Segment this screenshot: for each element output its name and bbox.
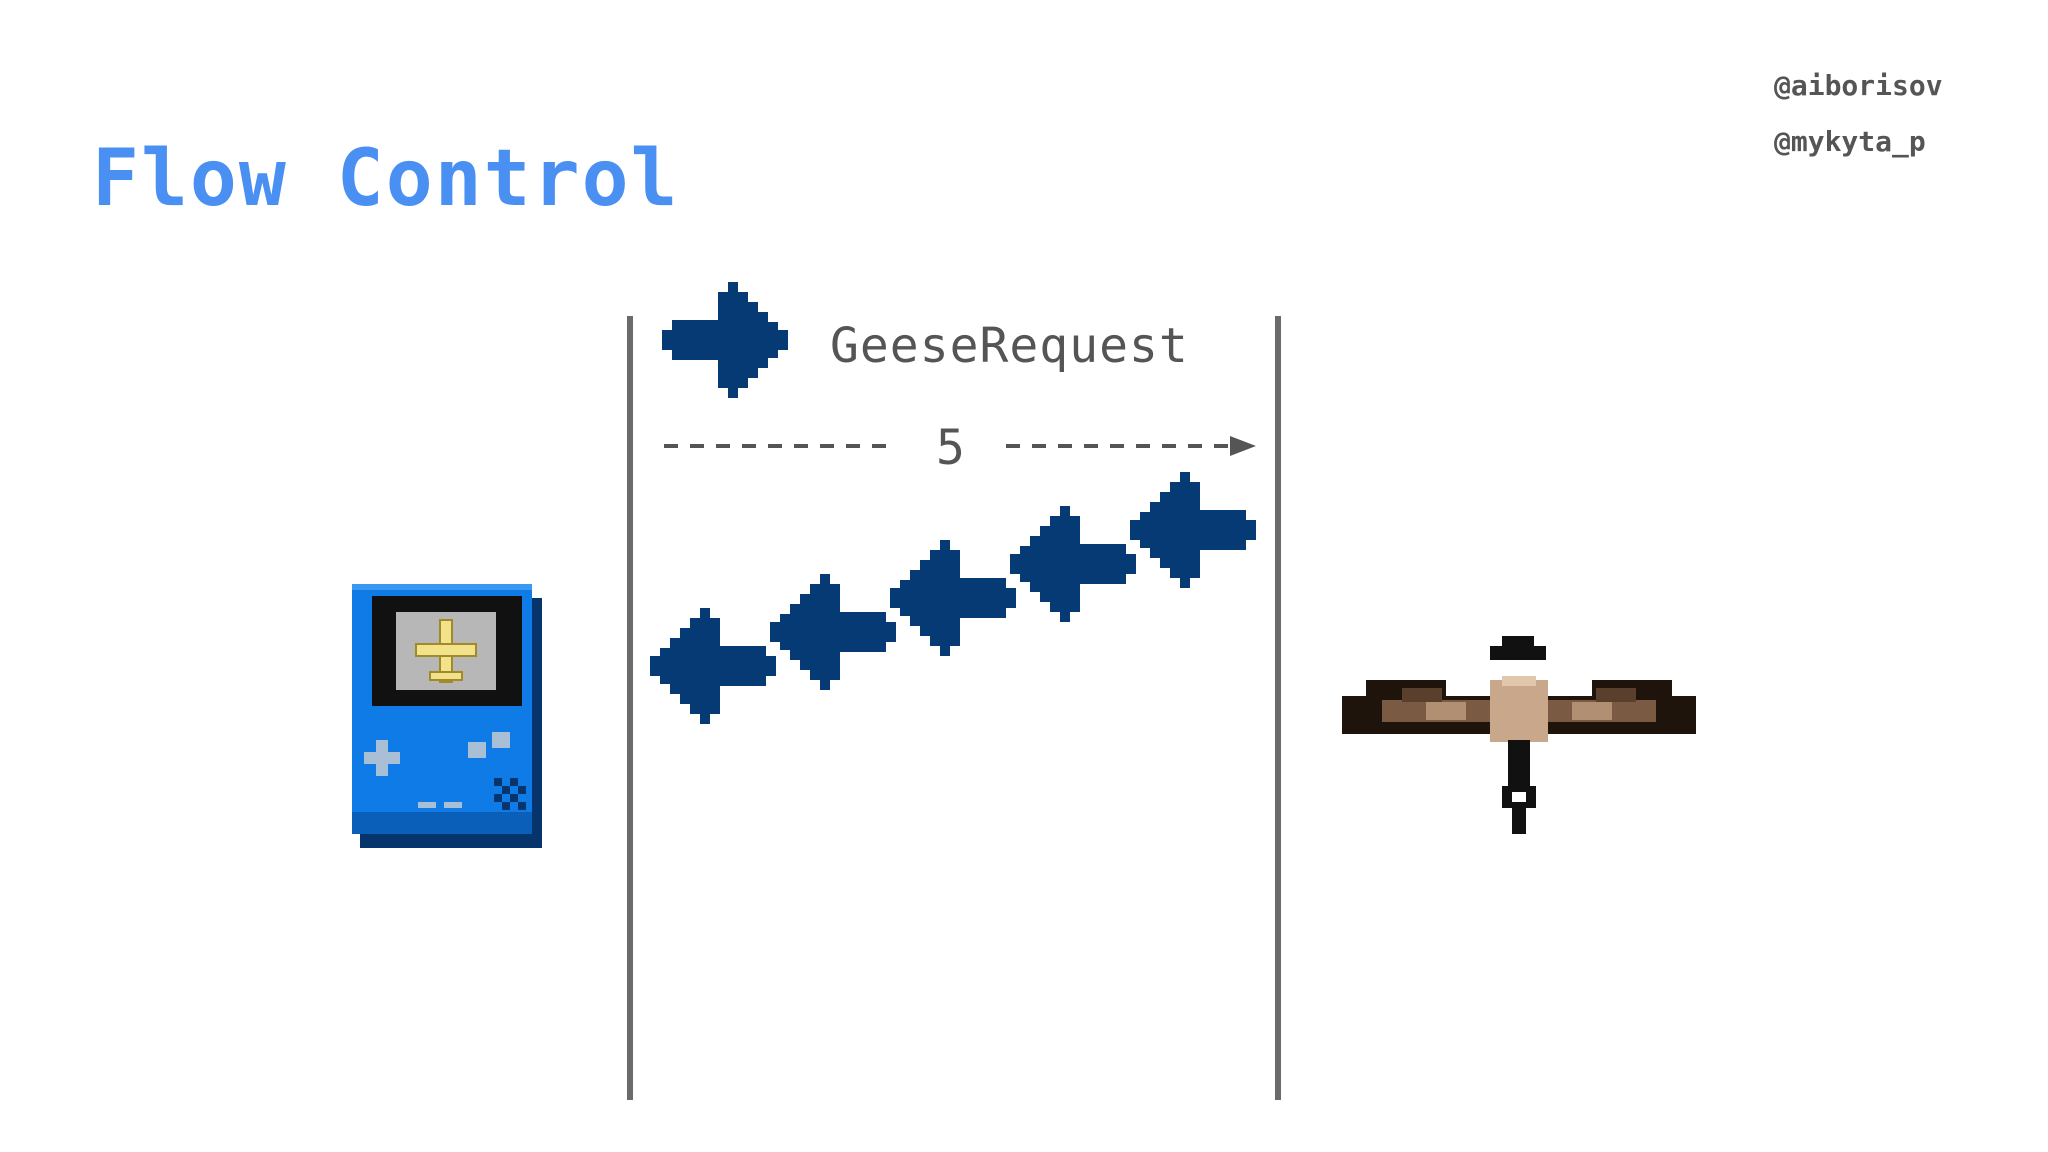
window-count-label: 5 [936,420,965,476]
window-dashed-arrow [664,436,1256,456]
author-handle-1: @aiborisov [1774,69,1943,102]
client-lifeline [627,316,633,1100]
request-arrow-icon [662,282,788,398]
request-label: GeeseRequest [830,318,1189,374]
slide-title: Flow Control [92,134,680,224]
response-arrow-icon [650,608,776,724]
author-handles: @aiborisov @mykyta_p [1774,58,1943,170]
handheld-game-console-icon [352,584,542,848]
goose-icon [1342,636,1696,834]
response-arrow-icon [1130,472,1256,588]
author-handle-2: @mykyta_p [1774,125,1926,158]
server-lifeline [1275,316,1281,1100]
response-arrow-icon [890,540,1016,656]
response-arrow-icon [1010,506,1136,622]
response-arrow-icon [770,574,896,690]
